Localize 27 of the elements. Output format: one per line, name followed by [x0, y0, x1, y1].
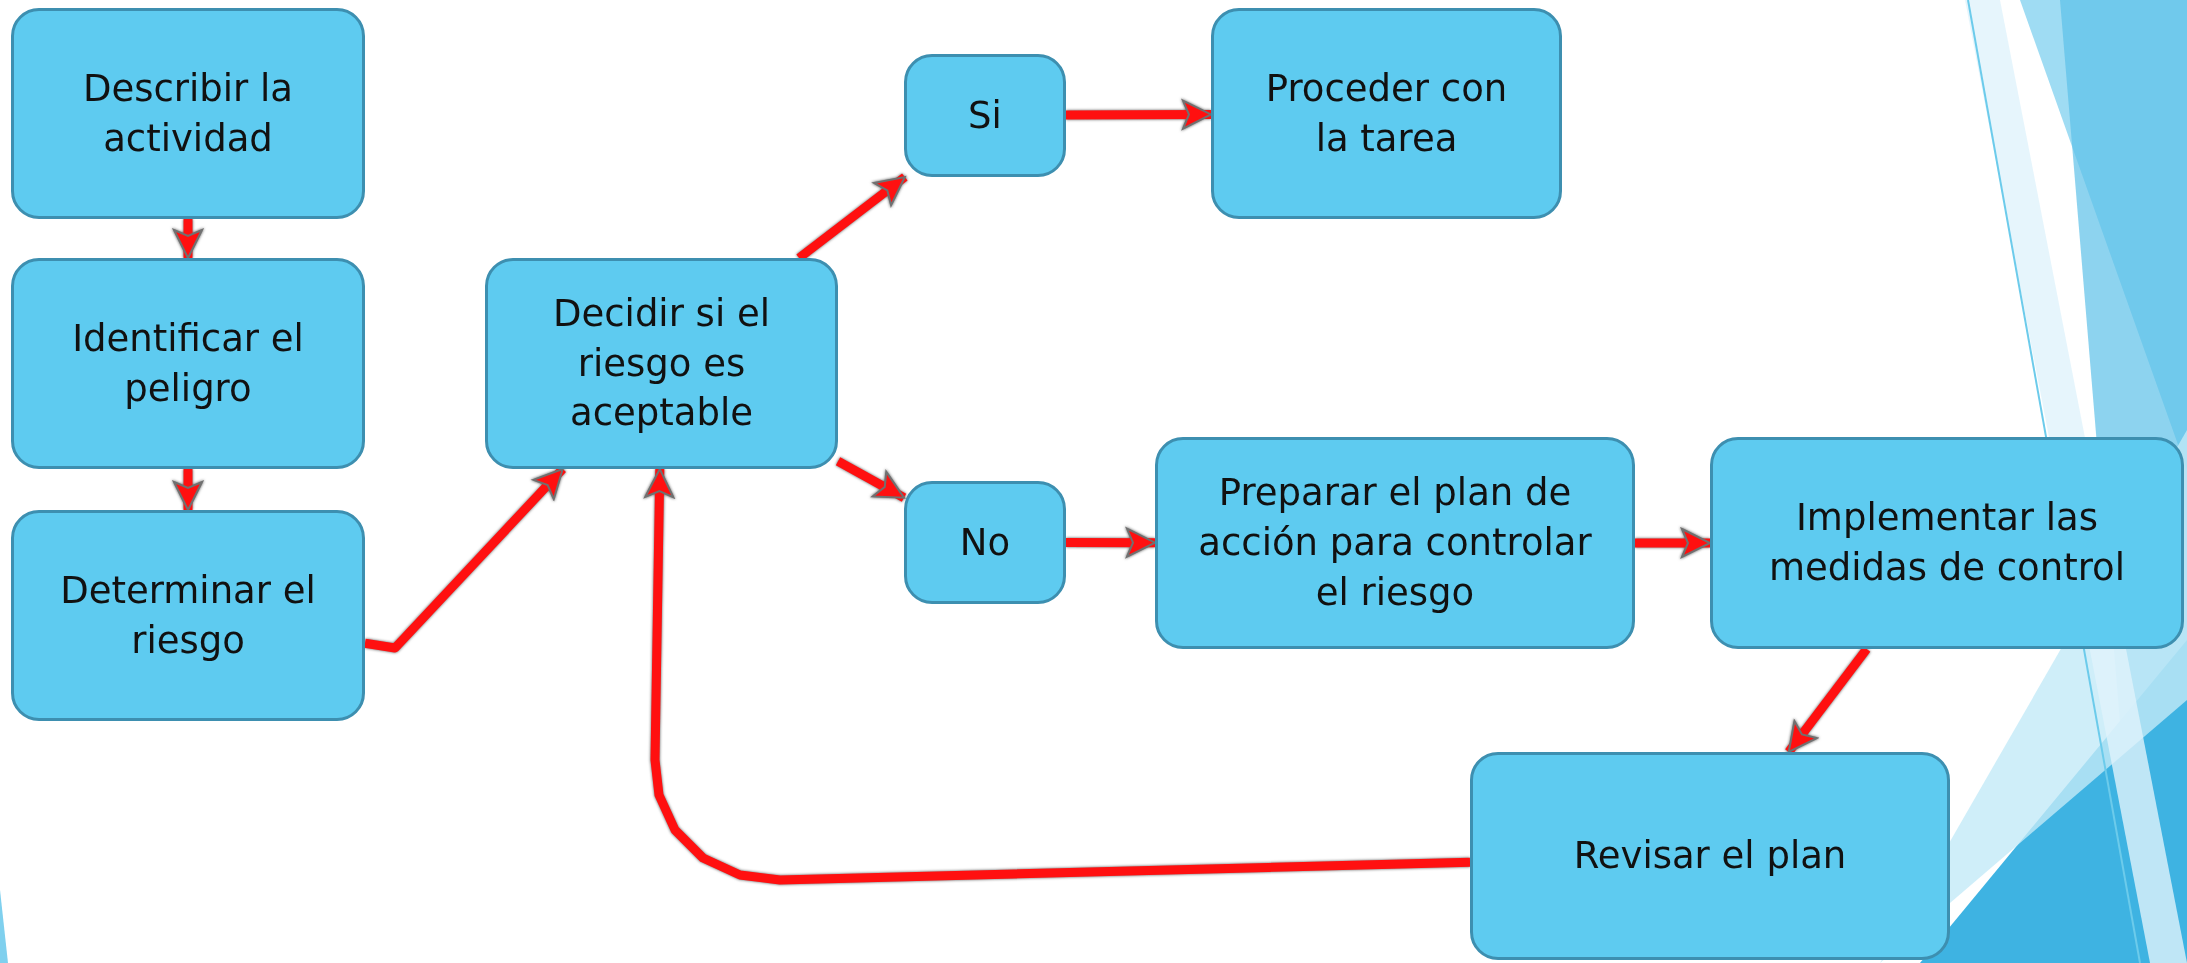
- process-box: [1470, 752, 1950, 960]
- arrow: [1066, 99, 1212, 130]
- process-box: [11, 510, 365, 721]
- box-text: Describir la actividad: [81, 65, 295, 162]
- arrow: [644, 468, 1471, 885]
- box-text: Proceder con la tarea: [1264, 65, 1509, 162]
- box-text: Identificar el peligro: [71, 315, 305, 412]
- box-text: Determinar el riesgo: [59, 567, 317, 664]
- box-text: Si: [968, 92, 1002, 139]
- process-box: [904, 54, 1066, 177]
- arrow: [1066, 527, 1156, 558]
- box-text: Preparar el plan de acción para controlar el riesgo: [1198, 470, 1592, 616]
- process-box: [485, 258, 838, 469]
- process-box: [1211, 8, 1562, 219]
- box-text: Implementar las medidas de control: [1767, 495, 2126, 591]
- process-box: [904, 481, 1066, 604]
- box-text: No: [959, 519, 1011, 566]
- process-box: [1155, 437, 1635, 649]
- process-box: [1710, 437, 2184, 649]
- arrow: [173, 469, 203, 511]
- box-text: Decidir si el riesgo es aceptable: [552, 290, 771, 437]
- process-box: [11, 258, 365, 469]
- process-box: [11, 8, 365, 219]
- arrow: [173, 219, 203, 259]
- arrow: [1635, 528, 1711, 558]
- arrow: [835, 457, 907, 502]
- box-text: Revisar el plan: [1573, 833, 1847, 880]
